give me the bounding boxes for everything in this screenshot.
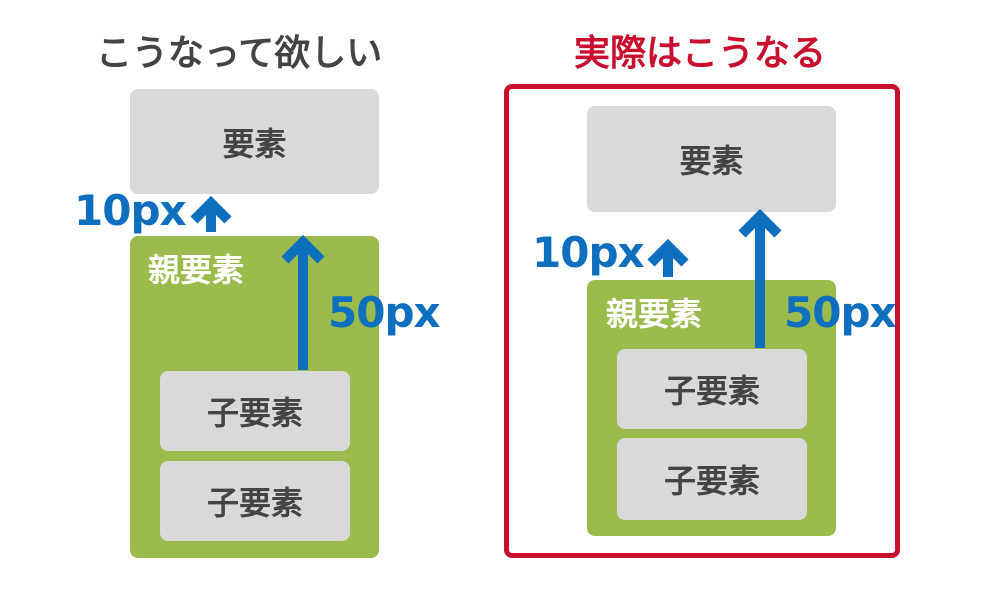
left-margin-large-label: 50px <box>328 288 441 337</box>
right-parent-label: 親要素 <box>606 295 703 333</box>
left-element-box: 要素 <box>130 89 379 194</box>
arrow-up-icon <box>647 238 689 277</box>
right-margin-large-label: 50px <box>784 288 897 337</box>
left-child-box-2: 子要素 <box>160 461 350 541</box>
right-frame <box>504 84 900 558</box>
arrow-up-icon <box>738 208 782 348</box>
right-child-box-2: 子要素 <box>617 438 807 520</box>
right-child-box-1: 子要素 <box>617 349 807 429</box>
left-margin-small-label: 10px <box>74 186 187 235</box>
left-parent-label: 親要素 <box>148 251 245 289</box>
left-child-box-1: 子要素 <box>160 371 350 451</box>
right-element-box: 要素 <box>587 106 836 212</box>
right-title: 実際はこうなる <box>574 33 827 74</box>
left-title: こうなって欲しい <box>96 33 383 74</box>
arrow-up-icon <box>281 234 325 370</box>
right-margin-small-label: 10px <box>532 228 645 277</box>
arrow-up-icon <box>190 195 232 232</box>
